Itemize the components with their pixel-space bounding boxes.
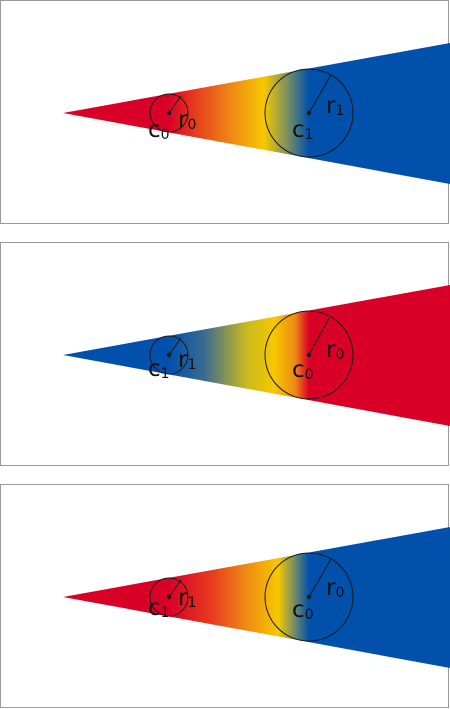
- radial-gradient-diagram-3: r1 c1 r0 c0: [63, 527, 450, 668]
- small-radius-label: r1: [178, 347, 196, 373]
- large-center-label: c0: [292, 597, 314, 623]
- small-radius-line: [168, 579, 182, 598]
- pad-end-fill: [307, 43, 450, 184]
- small-radius-label-sub: 1: [187, 357, 196, 373]
- large-radius-label-sub: 0: [335, 347, 344, 363]
- pad-end-fill: [307, 285, 450, 426]
- small-center-label-sub: 1: [161, 605, 170, 621]
- pad-start-fill: [63, 527, 171, 668]
- small-center-label-text: c: [148, 356, 161, 382]
- large-radius-label-text: r: [326, 337, 336, 363]
- gradient-panel-2: r1 c1 r0 c0: [0, 242, 450, 466]
- small-center-label-text: c: [148, 595, 161, 621]
- large-center-label-text: c: [292, 597, 305, 623]
- small-center-label: c0: [148, 117, 170, 143]
- gradient-cone-fill: [169, 43, 309, 184]
- large-center-dot: [306, 594, 312, 600]
- large-radius-label-text: r: [326, 93, 336, 119]
- large-radius-label-text: r: [326, 575, 336, 601]
- small-center-label-sub: 1: [161, 366, 170, 382]
- small-center-label-sub: 0: [161, 127, 170, 143]
- large-radius-label: r0: [326, 337, 344, 363]
- small-circle: [149, 577, 189, 617]
- small-radius-label-sub: 1: [187, 595, 196, 611]
- small-radius-label-text: r: [178, 107, 188, 133]
- small-radius-label-sub: 0: [187, 117, 196, 133]
- small-center-dot: [166, 352, 172, 358]
- pad-start-fill: [63, 43, 171, 184]
- small-circle: [149, 335, 189, 375]
- large-circle: [264, 552, 354, 642]
- small-radius-label: r0: [178, 107, 196, 133]
- large-circle: [264, 310, 354, 400]
- large-radius-label: r0: [326, 575, 344, 601]
- small-center-dot: [166, 594, 172, 600]
- large-radius-label-sub: 0: [335, 585, 344, 601]
- large-radius-line: [308, 74, 332, 114]
- small-radius-line: [168, 95, 182, 114]
- large-radius-label: r1: [326, 93, 344, 119]
- large-center-label: c0: [292, 357, 314, 383]
- pad-start-fill: [63, 285, 171, 426]
- large-center-label-sub: 0: [305, 607, 314, 623]
- small-radius-label: r1: [178, 585, 196, 611]
- large-center-label-sub: 0: [305, 367, 314, 383]
- small-radius-label-text: r: [178, 585, 188, 611]
- small-radius-line: [168, 337, 182, 356]
- small-circle: [149, 93, 189, 133]
- large-circle: [264, 68, 354, 158]
- large-center-label: c1: [292, 117, 314, 143]
- large-center-label-text: c: [292, 117, 305, 143]
- gradient-panel-1: r0 c0 r1 c1: [0, 0, 450, 224]
- gradient-cone-fill: [169, 285, 309, 426]
- radial-gradient-diagram-1: r0 c0 r1 c1: [63, 43, 450, 184]
- pad-end-fill: [307, 527, 450, 668]
- gradient-panel-3: r1 c1 r0 c0: [0, 484, 450, 708]
- large-center-label-text: c: [292, 357, 305, 383]
- small-center-label-text: c: [148, 117, 161, 143]
- large-center-label-sub: 1: [305, 127, 314, 143]
- large-center-dot: [306, 110, 312, 116]
- small-center-label: c1: [148, 595, 170, 621]
- radial-gradient-diagram-2: r1 c1 r0 c0: [63, 285, 450, 426]
- large-center-dot: [306, 352, 312, 358]
- large-radius-line: [308, 317, 330, 356]
- large-radius-line: [308, 558, 332, 598]
- small-radius-label-text: r: [178, 347, 188, 373]
- small-center-dot: [166, 110, 172, 116]
- small-center-label: c1: [148, 356, 170, 382]
- large-radius-label-sub: 1: [335, 103, 344, 119]
